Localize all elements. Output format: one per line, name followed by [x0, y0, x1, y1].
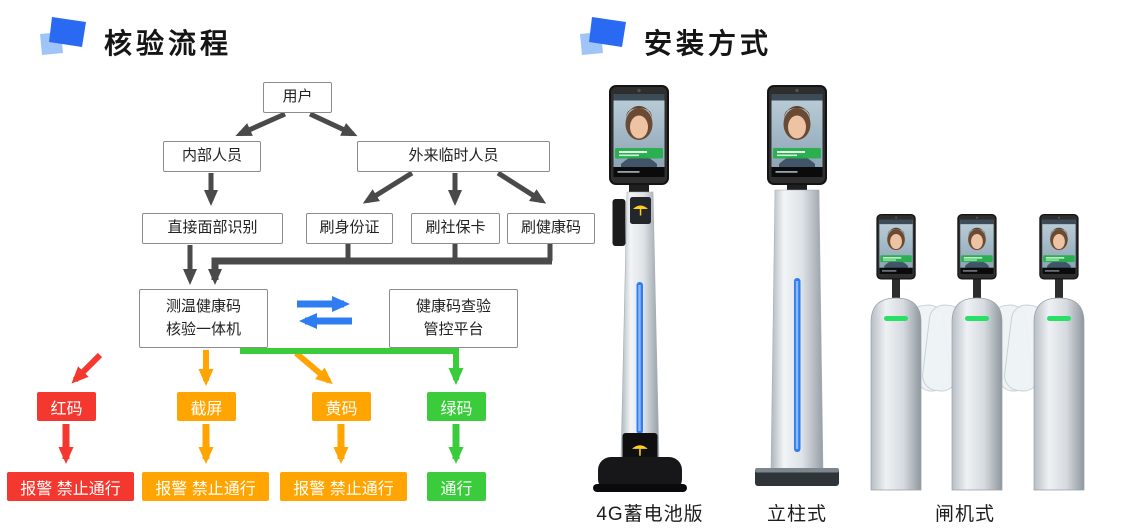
- flow-node-internal-label: 内部人员: [181, 147, 242, 165]
- product-label-4g-battery: 4G蓄电池版: [596, 504, 704, 525]
- platform-label-line1: 健康码查验: [415, 298, 491, 315]
- arrow-to-yellow-code: [294, 350, 333, 385]
- installation-section-title: 安装方式: [644, 28, 773, 59]
- battery-box: [622, 433, 658, 467]
- result-yellow-alarm-no-pass: 报警 禁止通行: [280, 472, 407, 501]
- flow-node-user: 用户: [263, 82, 332, 113]
- card-reader-module: [612, 199, 626, 246]
- turnstile-pedestal: [870, 214, 922, 491]
- arrow-to-red-code: [71, 352, 103, 384]
- product-turnstile-gates: [870, 214, 1085, 491]
- result-red-alarm-no-pass: 报警 禁止通行: [7, 472, 134, 501]
- device-base-top-edge: [755, 468, 839, 473]
- flow-node-id-card: 刷身份证: [306, 213, 393, 244]
- face-recognition-screen: [767, 85, 827, 185]
- umbrella-logo-icon: [632, 445, 648, 456]
- face-recognition-screen: [957, 214, 997, 280]
- device-base: [598, 457, 682, 492]
- overlapping-squares-icon: [580, 17, 626, 55]
- turnstile-pedestal: [1033, 214, 1085, 491]
- connector-cards-to-machine: [208, 257, 552, 285]
- flow-node-idcard-label: 刷身份证: [319, 219, 380, 237]
- device-pole: [620, 191, 660, 460]
- arrow-user-to-internal: [235, 111, 287, 137]
- pedestal-body: [870, 297, 922, 491]
- arrow-external-to-healthcode: [496, 170, 547, 204]
- light-square-shape: [40, 32, 63, 55]
- flow-node-user-label: 用户: [282, 88, 313, 106]
- flow-node-internal-personnel: 内部人员: [163, 141, 261, 172]
- screen-pole: [892, 278, 900, 302]
- led-strip: [794, 278, 801, 452]
- verification-section-title: 核验流程: [104, 28, 233, 59]
- flow-node-external-personnel: 外来临时人员: [357, 141, 550, 172]
- arrow-user-to-external: [308, 111, 358, 137]
- flow-node-face-recognition: 直接面部识别: [142, 213, 283, 244]
- flow-node-control-platform: 健康码查验 管控平台: [389, 289, 518, 348]
- flow-node-healthcode-label: 刷健康码: [520, 219, 581, 237]
- flow-node-external-label: 外来临时人员: [408, 147, 499, 165]
- outcome-green-code: 绿码: [427, 392, 486, 421]
- green-pass-indicator: [1047, 316, 1071, 321]
- flow-node-social-security-card: 刷社保卡: [411, 213, 500, 244]
- result-screenshot-alarm-no-pass: 报警 禁止通行: [142, 472, 269, 501]
- green-pass-indicator: [965, 316, 989, 321]
- pedestal-body: [1033, 297, 1085, 491]
- device-neck: [629, 182, 649, 194]
- machine-label-line2: 核验一体机: [165, 320, 241, 338]
- platform-label-line2: 管控平台: [423, 320, 484, 338]
- screen-pole: [1055, 278, 1063, 302]
- outcome-yellow-code: 黄码: [312, 392, 371, 421]
- product-pillar-device: [755, 85, 839, 486]
- green-pass-indicator: [884, 316, 908, 321]
- face-recognition-screen: [609, 85, 669, 185]
- device-base: [755, 468, 839, 486]
- turnstile-pedestal: [951, 214, 1003, 491]
- umbrella-logo-icon: [633, 205, 648, 216]
- product-label-turnstile: 闸机式: [934, 504, 995, 525]
- face-recognition-screen: [876, 214, 916, 280]
- screen-pole: [973, 278, 981, 302]
- overlapping-squares-icon: [40, 17, 86, 55]
- led-strip-highlight: [795, 281, 799, 449]
- result-green-pass: 通行: [427, 472, 486, 501]
- blue-square-shape: [49, 17, 86, 47]
- brand-sticker: [630, 197, 651, 224]
- device-base-foot: [593, 484, 687, 492]
- product-4g-battery-device: [593, 85, 687, 492]
- blue-square-shape: [589, 17, 626, 47]
- flow-node-face-label: 直接面部识别: [167, 219, 258, 237]
- device-pole: [770, 189, 824, 471]
- led-strip: [636, 282, 643, 434]
- arrow-external-to-idcard: [362, 170, 414, 204]
- machine-label-line1: 测温健康码: [165, 298, 241, 315]
- led-strip-highlight: [638, 285, 641, 431]
- outcome-screenshot: 截屏: [177, 392, 236, 421]
- pedestal-body: [951, 297, 1003, 491]
- arrow-to-green-code: [240, 348, 464, 385]
- gate-wings: [909, 304, 1046, 392]
- product-label-pillar: 立柱式: [766, 504, 827, 525]
- face-recognition-screen: [1039, 214, 1079, 280]
- device-neck: [787, 182, 807, 192]
- light-square-shape: [580, 32, 603, 55]
- flow-node-verification-machine: 测温健康码 核验一体机: [139, 289, 268, 348]
- flow-node-health-code: 刷健康码: [507, 213, 595, 244]
- outcome-red-code: 红码: [37, 392, 96, 421]
- flow-node-socialcard-label: 刷社保卡: [425, 219, 486, 237]
